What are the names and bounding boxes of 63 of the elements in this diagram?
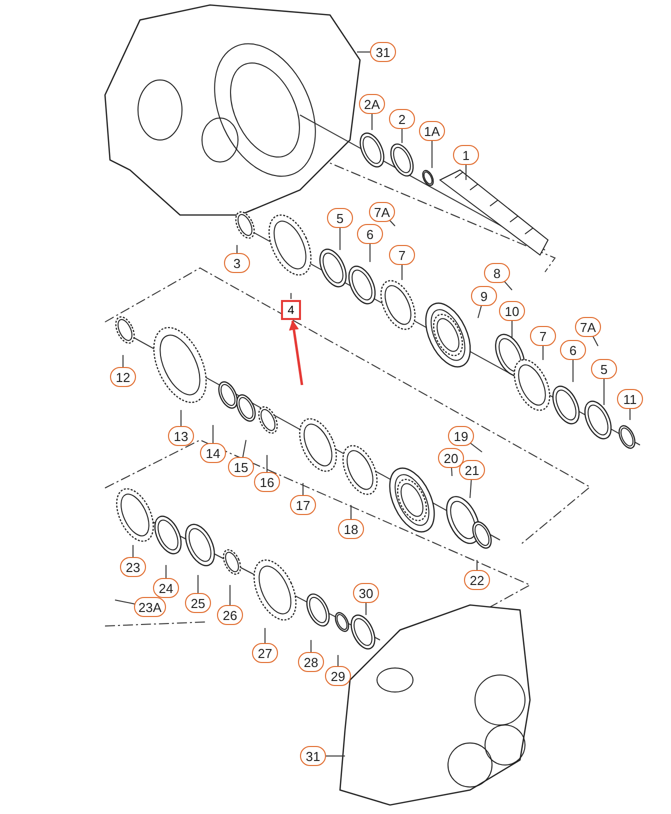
- leader-line: [476, 560, 478, 570]
- callout-number: 8: [484, 263, 510, 283]
- leader-line: [236, 244, 238, 254]
- leader-line: [470, 442, 482, 452]
- callout-number: 25: [185, 593, 211, 613]
- callout-number: 11: [617, 389, 643, 409]
- leader-line: [451, 468, 452, 476]
- leader-line: [242, 440, 246, 458]
- leader-line: [592, 336, 598, 346]
- callout-number: 2A: [359, 94, 385, 114]
- callout-number: 31: [300, 746, 326, 766]
- callout-number: 13: [168, 426, 194, 446]
- callout-number: 3: [224, 253, 250, 273]
- leader-line: [478, 305, 482, 318]
- callout-number: 7: [389, 245, 415, 265]
- leader-line: [572, 360, 574, 382]
- callout-number: 7A: [369, 202, 395, 222]
- leader-line: [114, 600, 136, 604]
- callout-number: 15: [228, 457, 254, 477]
- callout-number: 23: [120, 557, 146, 577]
- callout-number: 14: [200, 443, 226, 463]
- callout-number: 31: [370, 42, 396, 62]
- leader-line: [264, 628, 266, 644]
- callout-number: 29: [325, 666, 351, 686]
- callout-number: 24: [153, 578, 179, 598]
- leader-line: [122, 354, 124, 368]
- leader-line: [266, 454, 268, 472]
- leader-line: [212, 424, 214, 444]
- leader-line: [542, 346, 544, 360]
- leader-line: [132, 544, 134, 558]
- callout-number: 16: [254, 472, 280, 492]
- callout-number: 18: [338, 519, 364, 539]
- leader-line: [504, 280, 512, 290]
- callout-number: 17: [290, 495, 316, 515]
- leader-line: [310, 640, 312, 652]
- arrow: [288, 320, 304, 386]
- callout-number: 1: [453, 145, 479, 165]
- callout-number: 2: [389, 109, 415, 129]
- callout-number: 23A: [134, 597, 166, 617]
- callout-number: 30: [353, 583, 379, 603]
- callout-number: 9: [471, 286, 497, 306]
- callout-number: 26: [217, 605, 243, 625]
- callout-number: 12: [110, 367, 136, 387]
- callout-number: 5: [591, 359, 617, 379]
- callout-number: 10: [499, 301, 525, 321]
- leader-line: [290, 292, 292, 300]
- leader-line: [302, 482, 304, 496]
- callout-number: 20: [438, 448, 464, 468]
- leader-line: [350, 504, 352, 520]
- leader-line: [180, 410, 182, 426]
- callout-number: 19: [448, 426, 474, 446]
- callout-number: 6: [357, 224, 383, 244]
- leader-line: [470, 479, 472, 498]
- callout-number: 22: [464, 570, 490, 590]
- callout-number: 7A: [575, 317, 601, 337]
- callout-number: 27: [252, 643, 278, 663]
- callout-number: 1A: [419, 121, 445, 141]
- callout-number: 28: [298, 652, 324, 672]
- callout-number: 7: [530, 326, 556, 346]
- callout-number: 6: [560, 340, 586, 360]
- callout-number: 5: [327, 208, 353, 228]
- highlighted-callout-number: 4: [281, 300, 301, 320]
- callout-number: 21: [459, 460, 485, 480]
